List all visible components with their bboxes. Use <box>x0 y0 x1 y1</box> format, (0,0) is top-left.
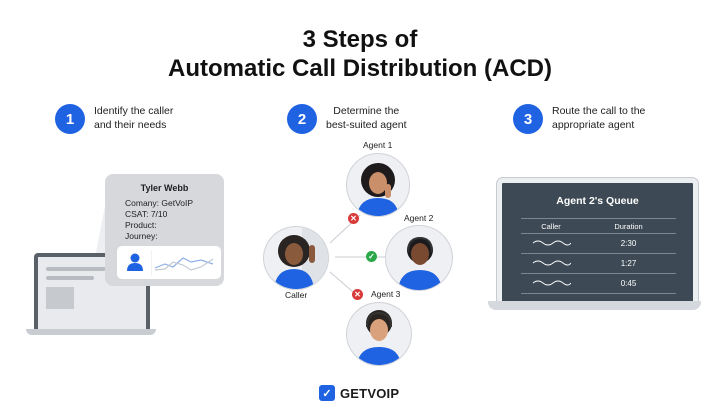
queue-table-header: Caller Duration <box>521 219 676 234</box>
accepted-check-icon: ✓ <box>366 251 377 262</box>
step-number-badge: 2 <box>287 104 317 134</box>
title-line-1: 3 Steps of <box>302 26 418 53</box>
agent-1-label: Agent 1 <box>363 140 393 150</box>
duration-cell: 1:27 <box>620 259 637 268</box>
caller-profile-panel <box>117 246 221 279</box>
col-caller: Caller <box>541 221 561 231</box>
agent-2-label: Agent 2 <box>404 213 434 223</box>
caller-product: Product: <box>125 220 157 230</box>
step-2: 2 Determine the best-suited agent <box>287 104 407 134</box>
agent-2-avatar <box>385 225 453 291</box>
title-line-2: Automatic Call Distribution (ACD) <box>168 55 552 82</box>
rejected-x-icon: ✕ <box>348 213 359 224</box>
step-number-badge: 1 <box>55 104 85 134</box>
brand-name: GETVOIP <box>340 385 400 401</box>
agent-1-avatar <box>346 153 410 217</box>
agent-3-label: Agent 3 <box>371 289 401 299</box>
queue-title: Agent 2's Queue <box>556 195 639 207</box>
caller-company: Comany: GetVoIP <box>125 198 194 208</box>
table-row: 1:27 <box>521 254 676 274</box>
table-row: 0:45 <box>521 274 676 294</box>
col-duration: Duration <box>614 221 643 231</box>
step-number-badge: 3 <box>513 104 543 134</box>
rejected-x-icon: ✕ <box>352 289 363 300</box>
step-description: Determine the best-suited agent <box>326 105 407 131</box>
caller-wave-icon <box>521 259 581 269</box>
caller-info-card: Tyler Webb Comany: GetVoIP CSAT: 7/10 Pr… <box>105 174 224 286</box>
agent-3-avatar <box>346 302 412 366</box>
queue-table: Caller Duration 2:30 1:27 0:45 <box>521 218 676 294</box>
laptop-left-base <box>26 329 156 335</box>
step-description: Identify the caller and their needs <box>94 105 174 131</box>
screen-line <box>46 276 94 280</box>
caller-wave-icon <box>521 239 581 249</box>
caller-avatar <box>263 226 329 290</box>
duration-cell: 2:30 <box>620 239 637 248</box>
laptop-right-screen: Agent 2's Queue Caller Duration 2:30 1:2… <box>497 178 698 308</box>
step-3: 3 Route the call to the appropriate agen… <box>513 104 645 134</box>
user-icon <box>122 250 148 275</box>
screen-block <box>46 287 74 309</box>
caller-csat: CSAT: 7/10 <box>125 209 168 219</box>
step-1: 1 Identify the caller and their needs <box>55 104 173 134</box>
caller-wave-icon <box>521 279 581 289</box>
laptop-right-base <box>488 301 701 310</box>
screen-line <box>46 267 106 271</box>
caller-journey: Journey: <box>125 231 158 241</box>
duration-cell: 0:45 <box>620 279 637 288</box>
table-row: 2:30 <box>521 234 676 254</box>
step-description: Route the call to the appropriate agent <box>552 105 646 131</box>
caller-name: Tyler Webb <box>140 183 189 193</box>
caller-label: Caller <box>285 290 308 300</box>
check-logo-icon: ✓ <box>319 385 335 401</box>
getvoip-logo: ✓ GETVOIP <box>319 385 399 401</box>
sentiment-line-chart-icon <box>151 250 214 276</box>
